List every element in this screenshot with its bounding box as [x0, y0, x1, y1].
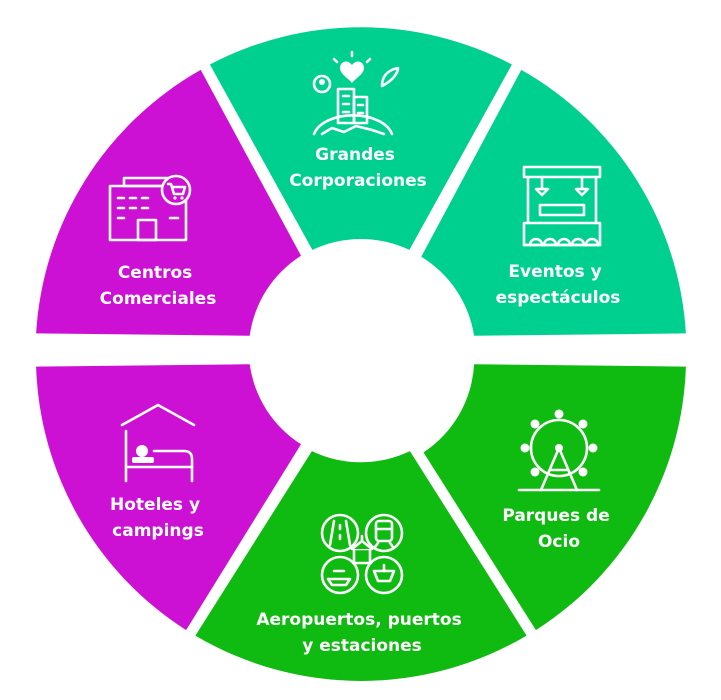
city-heart-icon: [312, 50, 400, 136]
ferris-wheel-icon: [517, 409, 601, 492]
label-line: Hoteles y: [110, 495, 200, 515]
label-line: Centros: [118, 263, 192, 283]
segment-eventos-espectaculos: [421, 69, 686, 336]
label-line: Ocio: [538, 532, 580, 552]
label-parques-ocio: Parques de Ocio: [502, 506, 615, 552]
segment-aeropuertos-estaciones: [195, 451, 527, 681]
label-line: Parques de: [502, 506, 609, 526]
label-line: Comerciales: [100, 289, 217, 309]
label-line: Eventos y: [508, 262, 601, 282]
segment-grandes-corporaciones: [209, 27, 512, 250]
bed-icon: [120, 403, 196, 483]
transport-icon: [320, 513, 404, 595]
stage-icon: [522, 165, 602, 247]
shopping-mall-icon: [108, 174, 192, 242]
label-line: Corporaciones: [289, 171, 427, 191]
label-line: campings: [112, 521, 204, 541]
label-line: espectáculos: [496, 288, 621, 308]
label-grandes-corporaciones: Grandes Corporaciones: [289, 145, 427, 191]
label-aeropuertos-estaciones: Aeropuertos, puertos y estaciones: [256, 610, 467, 656]
segment-hoteles-campings: [36, 364, 301, 631]
segment-parques-ocio: [423, 364, 686, 631]
label-line: Grandes: [315, 145, 395, 165]
label-hoteles-campings: Hoteles y campings: [110, 495, 206, 541]
label-centros-comerciales: Centros Comerciales: [100, 263, 217, 309]
label-eventos-espectaculos: Eventos y espectáculos: [496, 262, 621, 308]
label-line: y estaciones: [302, 636, 422, 656]
label-line: Aeropuertos, puertos: [256, 610, 461, 630]
